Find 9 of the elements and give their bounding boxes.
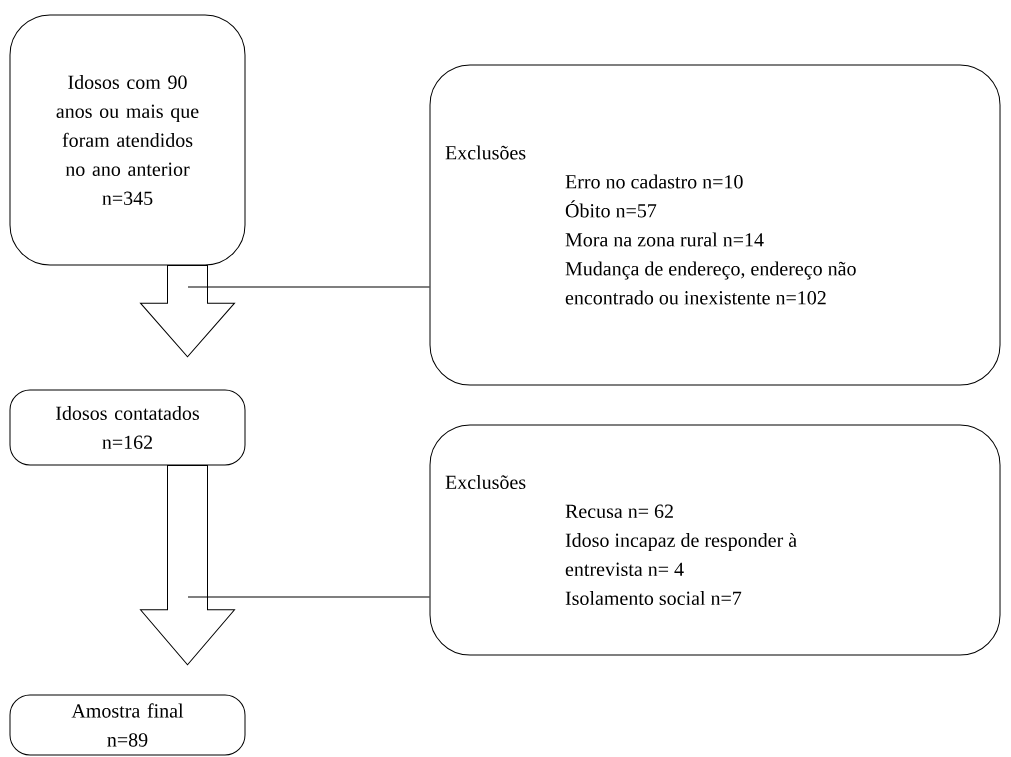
block-arrow — [140, 265, 235, 358]
block-arrow — [140, 465, 235, 666]
connector-line — [187, 596, 430, 598]
process-box: Amostra final n=89 — [9, 694, 246, 756]
connector-line — [187, 286, 430, 288]
process-box: Idosos contatados n=162 — [9, 389, 246, 466]
process-box: Exclusões Erro no cadastro n=10 Óbito n=57 Mora na zona rural n=14 Mudança de endereço, endereço não encontrado ou inexistente n=102 — [429, 64, 1001, 386]
process-box: Exclusões Recusa n= 62 Idoso incapaz de responder à entrevista n= 4 Isolamento social n=7 — [429, 424, 1001, 656]
process-box: Idosos com 90 anos ou mais que foram atendidos no ano anterior n=345 — [9, 14, 246, 266]
